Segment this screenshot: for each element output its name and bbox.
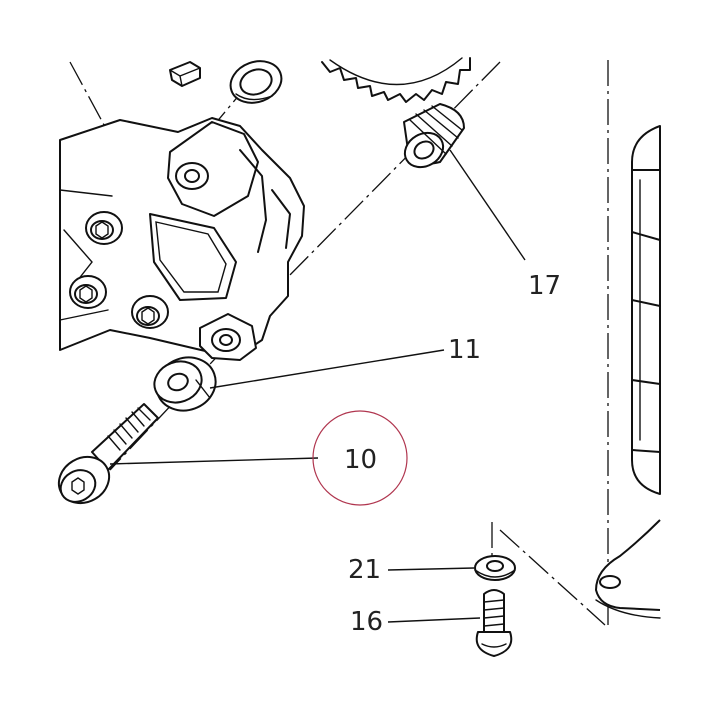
washer-part-21: [474, 555, 516, 581]
callout-highlight-circle: [312, 410, 408, 506]
gear: [321, 57, 471, 103]
callout-17: 17: [528, 271, 561, 301]
bracket-bolts: [69, 211, 169, 329]
bushing-part-17: [403, 103, 465, 169]
callout-21: 21: [348, 555, 381, 585]
bracket-bolt-b: [69, 275, 107, 309]
leader-lines: [109, 149, 526, 623]
washer-part-11: [153, 356, 217, 412]
cap-screw-part-10: [57, 403, 159, 505]
main-bracket: [59, 117, 305, 361]
seal-ring: [229, 60, 283, 104]
callout-11: 11: [448, 335, 481, 365]
screw-part-16: [475, 589, 513, 657]
filter-housing: [595, 125, 661, 619]
callout-16: 16: [350, 607, 383, 637]
key-part: [169, 61, 201, 87]
callout-10: 10: [344, 445, 377, 475]
bracket-bolt-a: [85, 211, 123, 245]
bracket-bolt-c: [131, 295, 169, 329]
